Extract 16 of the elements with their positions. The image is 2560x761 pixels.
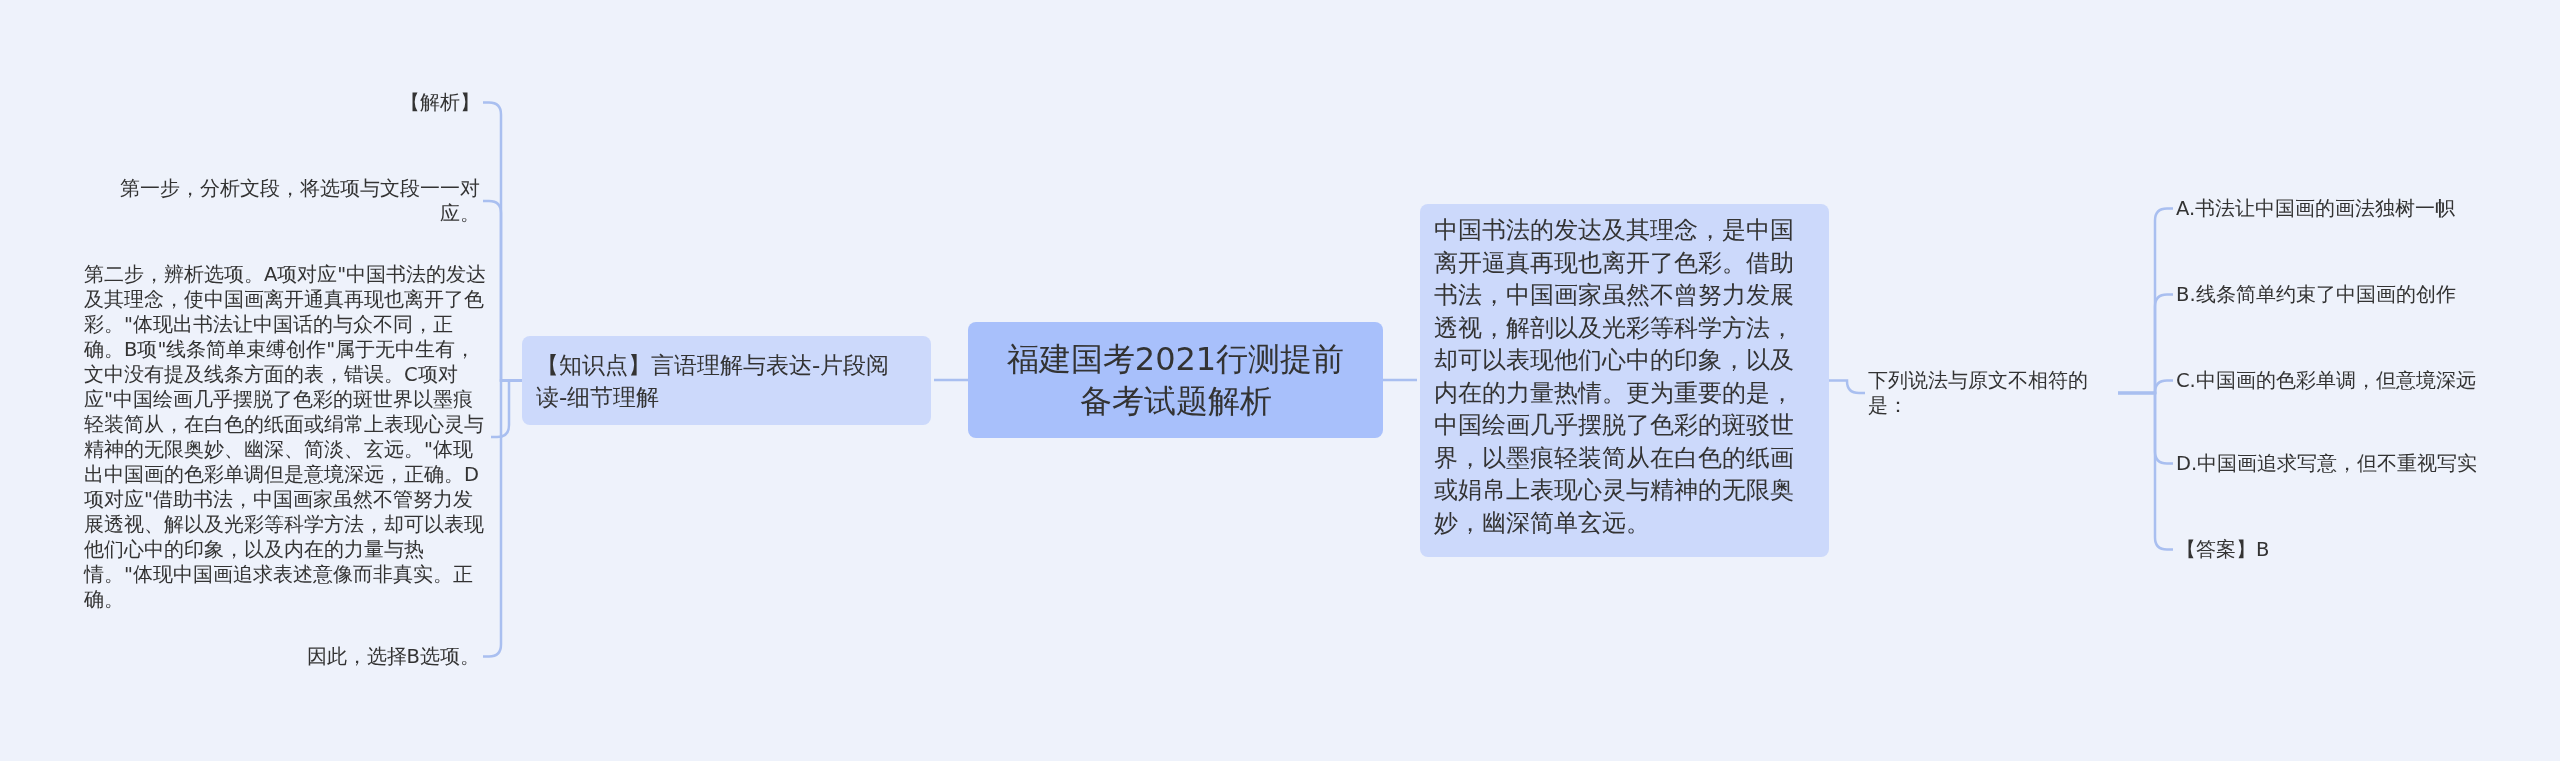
- branch-text: B.线条简单约束了中国画的创作: [2176, 282, 2456, 307]
- branch-text: C.中国画的色彩单调，但意境深远: [2176, 368, 2476, 393]
- topic-box: 【知识点】言语理解与表达-片段阅读-细节理解: [522, 336, 931, 425]
- connector-line: [1383, 378, 1417, 382]
- connector-line: [934, 378, 968, 382]
- branch-text: D.中国画追求写意，但不重视写实: [2176, 451, 2478, 476]
- branch-text: 因此，选择B选项。: [306, 644, 480, 669]
- passage-box: 中国书法的发达及其理念，是中国离开逼真再现也离开了色彩。借助书法，中国画家虽然不曾努力发展透视，解剖以及光彩等科学方法，却可以表现他们心中的印象，以及内在的力量热情。更为重要的是，中国绘画几乎摆脱了色彩的斑驳世界，以墨痕轻装简从在白色的纸画或娟帛上表现心灵与精神的无限奥妙，幽深简单玄远。: [1420, 204, 1829, 557]
- connector-line: [1829, 379, 1865, 395]
- branch-text: 第一步，分析文段，将选项与文段一一对应。: [84, 176, 480, 226]
- branch-text: A.书法让中国画的画法独树一帜: [2176, 196, 2456, 221]
- branch-text: 下列说法与原文不相符的是：: [1868, 368, 2118, 418]
- central-topic-box: 福建国考2021行测提前备考试题解析: [968, 322, 1383, 438]
- branch-text: 第二步，辨析选项。A项对应"中国书法的发达及其理念，使中国画离开通真再现也离开了色彩。"体现出书法让中国话的与众不同，正确。B项"线条简单束缚创作"属于无中生有，文中没有提及线条方面的表，错误。C项对应"中国绘画几乎摆脱了色彩的斑世界以墨痕轻装简从，在白色的纸面或绢常上表现心灵与精神的无限奥妙、幽深、简淡、玄远。"体现出中国画的色彩单调但是意境深远，正确。D项对应"借助书法，中国画家虽然不管努力发展透视、解以及光彩等科学方法，却可以表现他们心中的印象，以及内在的力量与热情。"体现中国画追求表述意像而非真实。正确。: [84, 262, 488, 612]
- branch-text: 【答案】B: [2176, 537, 2270, 562]
- branch-text: 【解析】: [400, 90, 480, 115]
